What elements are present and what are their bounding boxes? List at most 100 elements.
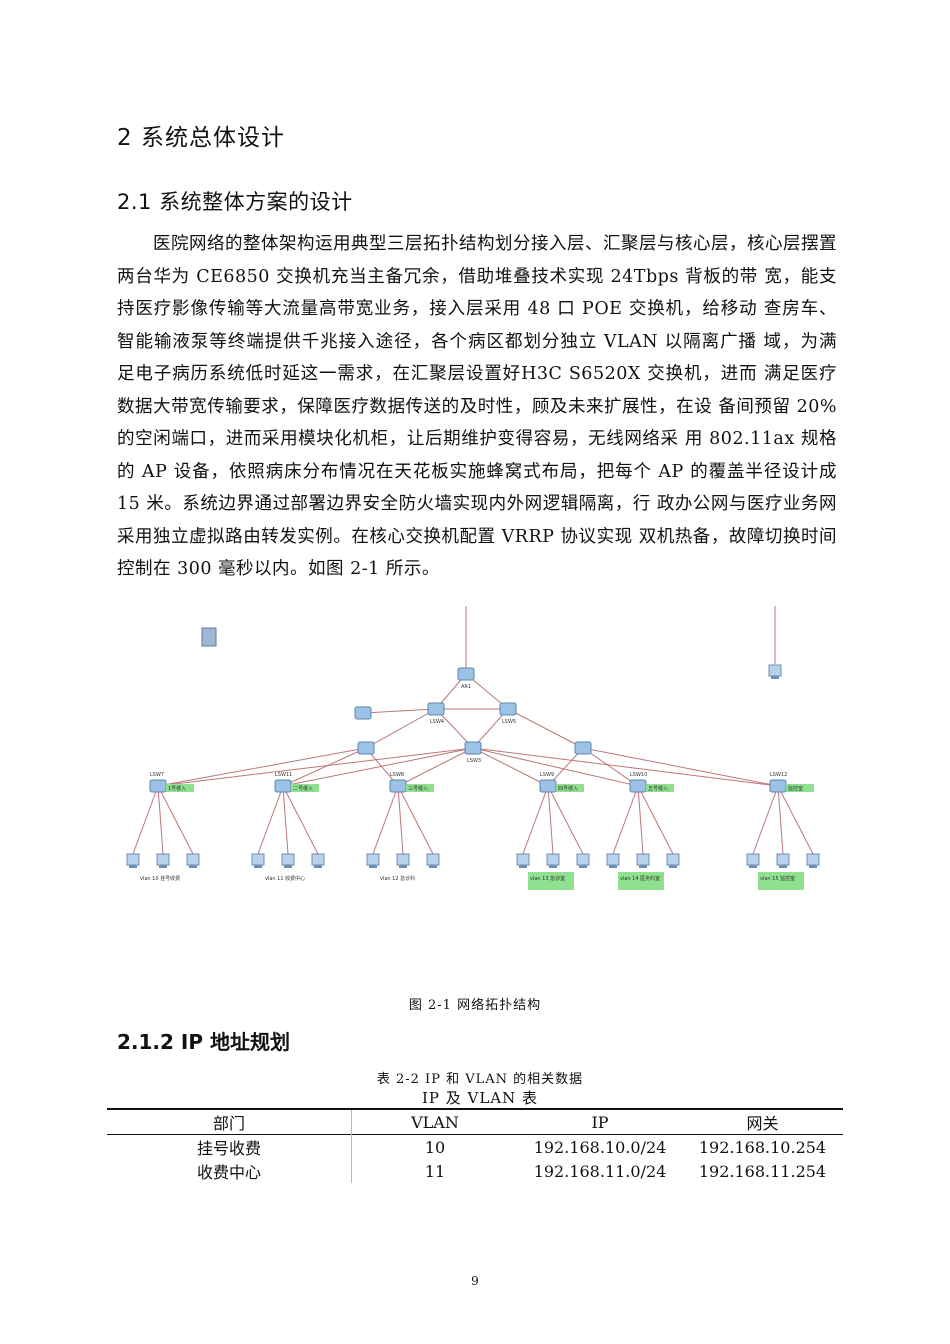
green-tag (556, 784, 584, 792)
table-caption: 表 2-2 IP 和 VLAN 的相关数据 (376, 1072, 584, 1087)
pc-base (771, 676, 779, 679)
pc-base (254, 865, 262, 868)
pc-icon (546, 853, 560, 866)
table-title: IP 及 VLAN 表 (421, 1089, 539, 1107)
pc-icon (516, 853, 530, 866)
pc-base (779, 865, 787, 868)
body-paragraph: 医院网络的整体架构运用典型三层拓扑结构划分接入层、汇聚层与核心层，核心层摆置两台… (117, 234, 837, 579)
pc-base (609, 865, 617, 868)
link-line (507, 708, 584, 749)
pc-icon (636, 853, 650, 866)
vlan-box-label: vlan 15 监控室 (760, 875, 795, 882)
pc-icon (311, 853, 325, 866)
link-line (282, 747, 367, 787)
pc-base (399, 865, 407, 868)
switch-icon (354, 706, 372, 720)
subsection-heading: 2.1 系统整体方案的设计 (117, 190, 353, 214)
link-line (157, 747, 474, 787)
link-line (522, 785, 549, 855)
link-line (282, 747, 474, 787)
aggregation-switch-icon (357, 741, 375, 755)
pc-base (669, 865, 677, 868)
vlan-box (758, 872, 804, 890)
green-tag-label: 二号楼入 (293, 785, 313, 792)
link-line (435, 708, 474, 749)
core-switch-icon (427, 702, 445, 716)
access-switch-icon (769, 779, 787, 793)
link-line (157, 785, 164, 855)
link-line (157, 747, 367, 787)
device-label: LSW9 (540, 772, 554, 778)
header-ip: IP (591, 1112, 609, 1132)
cell-gateway: 192.168.10.254 (698, 1137, 827, 1157)
link-line (582, 747, 639, 787)
green-tag (166, 784, 194, 792)
cell-ip: 192.168.11.0/24 (533, 1161, 667, 1181)
pc-base (749, 865, 757, 868)
device-label: LSW4 (430, 719, 444, 725)
vlan-box-label: vlan 13 急诊室 (530, 875, 565, 882)
header-vlan: VLAN (411, 1112, 459, 1132)
pc-icon (806, 853, 820, 866)
device-label: LSW3 (467, 758, 481, 764)
pc-base (579, 865, 587, 868)
vlan-box-label: vlan 10 挂号收费 (140, 875, 180, 882)
cell-department: 挂号收费 (107, 1134, 352, 1159)
pc-icon (776, 853, 790, 866)
vlan-box (528, 872, 574, 890)
link-line (397, 785, 434, 855)
link-line (365, 708, 437, 749)
link-line (612, 785, 639, 855)
cell-department: 收费中心 (107, 1159, 352, 1183)
ip-vlan-table: 部门 VLAN IP 网关 挂号收费 10 192.168.10.0/24 19… (107, 1108, 843, 1183)
server-icon (201, 627, 217, 647)
pc-base (519, 865, 527, 868)
device-label: LSW8 (390, 772, 404, 778)
link-line (362, 708, 437, 714)
device-label: LSW7 (150, 772, 164, 778)
pc-icon (606, 853, 620, 866)
link-line (372, 785, 399, 855)
link-line (547, 785, 584, 855)
cell-vlan: 10 (424, 1137, 446, 1157)
link-line (157, 785, 194, 855)
table-row: 挂号收费 10 192.168.10.0/24 192.168.10.254 (107, 1134, 843, 1159)
cell-gateway: 192.168.11.254 (698, 1161, 827, 1181)
link-line (777, 785, 784, 855)
vlan-box-label: vlan 14 医务科室 (620, 875, 660, 882)
header-department: 部门 (107, 1109, 352, 1135)
green-tag (646, 784, 674, 792)
green-tag-label: 三号楼入 (408, 785, 428, 792)
pc-icon (746, 853, 760, 866)
link-line (397, 747, 474, 787)
green-tag (786, 784, 814, 792)
pc-base (314, 865, 322, 868)
device-label: LSW5 (502, 719, 516, 725)
device-label: LSW12 (770, 772, 787, 778)
core-switch-icon (499, 702, 517, 716)
link-line (547, 785, 554, 855)
link-line (582, 747, 779, 787)
device-label: LSW11 (275, 772, 292, 778)
green-tag (406, 784, 434, 792)
header-gateway: 网关 (746, 1114, 779, 1133)
pc-icon (396, 853, 410, 866)
figure-caption: 图 2-1 网络拓扑结构 (408, 998, 542, 1013)
green-tag (291, 784, 319, 792)
device-label: AR1 (461, 684, 471, 690)
table-row: 收费中心 11 192.168.11.0/24 192.168.11.254 (107, 1159, 843, 1183)
green-tag-label: 四号楼入 (558, 785, 578, 792)
pc-icon (576, 853, 590, 866)
link-line (257, 785, 284, 855)
aggregation-switch-icon (574, 741, 592, 755)
pc-icon (281, 853, 295, 866)
vlan-box-label: vlan 12 急诊科 (380, 875, 415, 882)
link-line (397, 785, 404, 855)
pc-base (189, 865, 197, 868)
section-heading: 2 系统总体设计 (117, 125, 285, 151)
link-line (637, 785, 644, 855)
pc-icon (768, 664, 782, 677)
pc-icon (666, 853, 680, 866)
pc-base (369, 865, 377, 868)
